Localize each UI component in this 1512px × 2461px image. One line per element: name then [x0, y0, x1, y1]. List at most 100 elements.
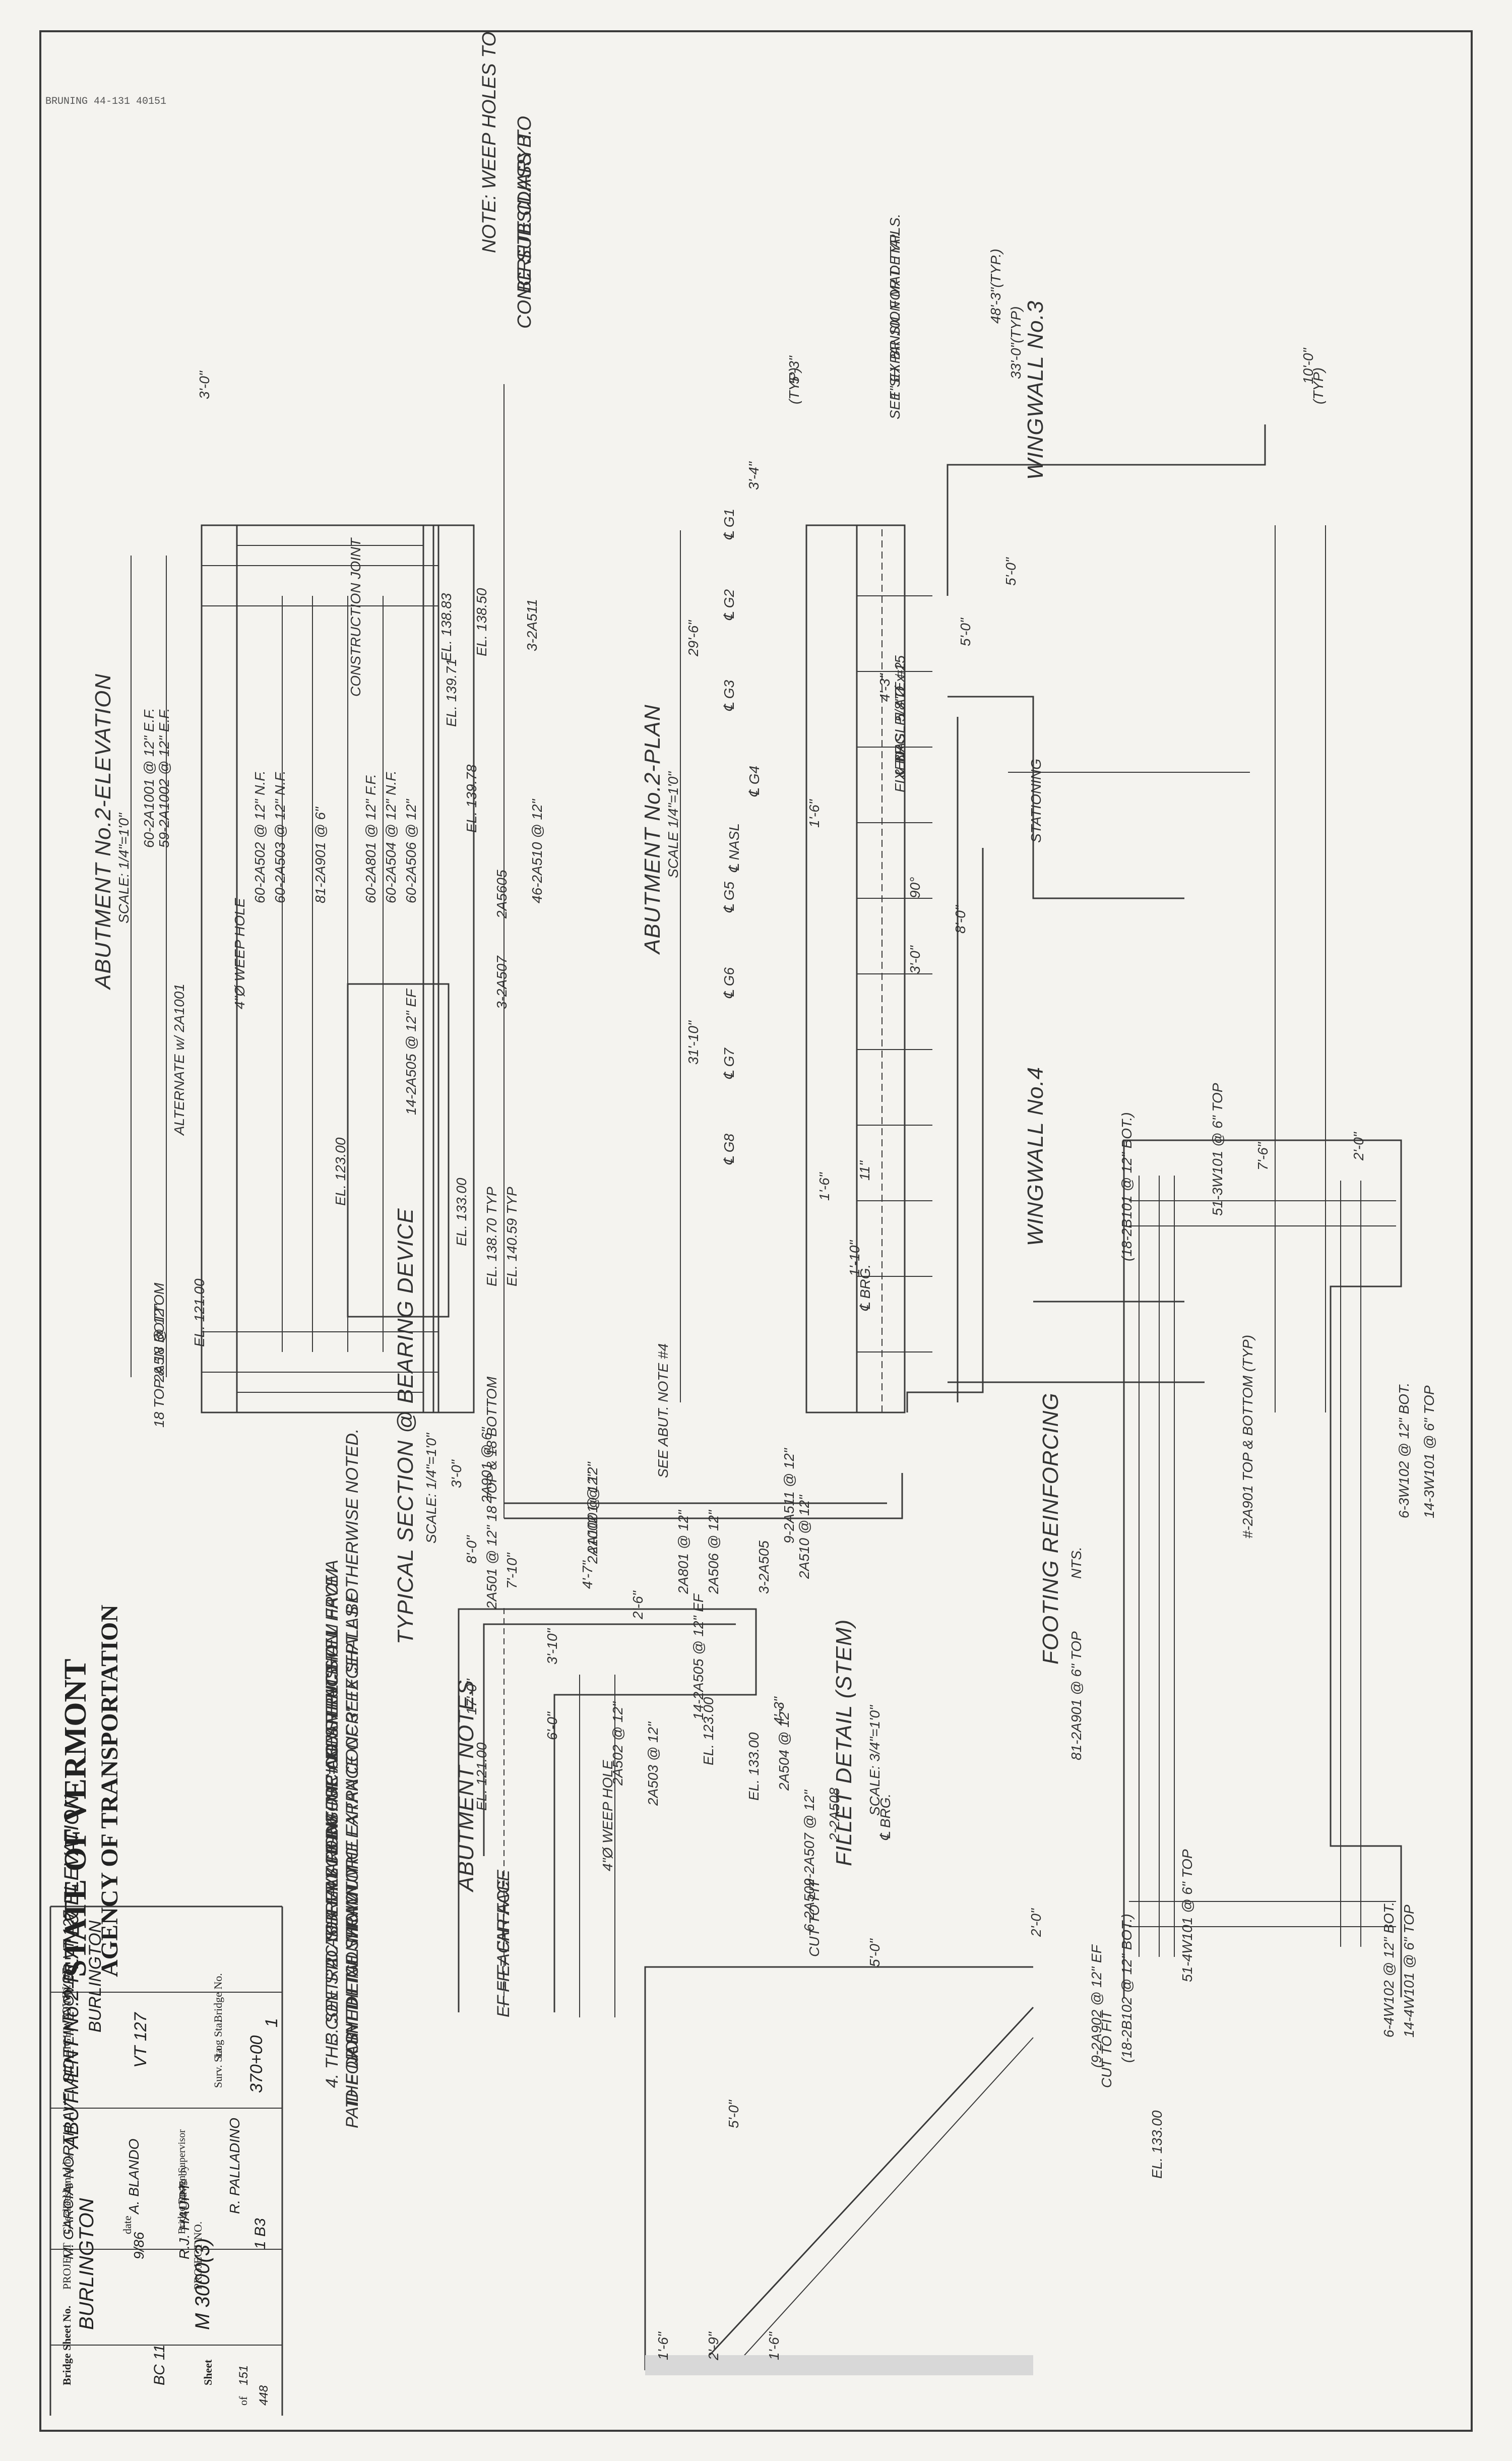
- plan-cl-nasl: ℄ NASL: [726, 823, 742, 873]
- plan-scale: SCALE 1/4"=1'0": [665, 771, 681, 878]
- weep-note-1: NOTE: WEEP HOLES TO: [479, 31, 500, 253]
- plan-d50b: 5'-0": [958, 618, 973, 646]
- plan-d31: 31'-10": [685, 1021, 701, 1065]
- elev-r13: 14-2A505 @ 12" EF: [403, 989, 419, 1115]
- designed-value: A. BLANDO: [126, 2138, 142, 2214]
- plan-d80: 8'-0": [953, 905, 968, 934]
- foot-f10: (18-2B102 @ 12" BOT.): [1119, 1914, 1135, 2063]
- plan-dim-left-typ: (TYP): [786, 367, 802, 404]
- elev-r5: 60-2A506 @ 12": [403, 799, 419, 904]
- fillet-detail: [644, 1966, 1034, 2375]
- sec-d30: 3'-0": [449, 1460, 464, 1488]
- elev-alt: ALTERNATE w/ 2A1001: [171, 983, 187, 1135]
- abutment-elevation: [131, 524, 475, 1413]
- highway-value: VT 127: [131, 2012, 150, 2068]
- abutment-note-10: PAID FOR BY THE CONTRACTOR.: [343, 1852, 362, 2128]
- abutment-note-5: EF = EACH FACE: [494, 1879, 513, 2017]
- girder-g7: ℄ G7: [721, 1048, 737, 1080]
- foot-f9: 6-4W102 @ 12" BOT.: [1381, 1901, 1397, 2038]
- footing-scale: NTS.: [1068, 1547, 1084, 1579]
- fillet-d20: 2'-0": [1028, 1909, 1044, 1937]
- girder-g6: ℄ G6: [721, 967, 737, 999]
- plan-d11: 11": [857, 1160, 872, 1181]
- elev-r11: 59-2A1002 @ 12" E.F.: [156, 708, 172, 848]
- elev-13978: EL. 139.78: [464, 764, 479, 833]
- typical-section: [347, 983, 757, 2017]
- sec-e121: EL. 121.00: [474, 1742, 489, 1811]
- project-no-value: M 3000(3): [192, 2238, 214, 2330]
- girder-g1: ℄ G1: [721, 508, 737, 540]
- project-value: BURLINGTON: [76, 2198, 98, 2330]
- weep-note-3: CONCRETE CLASS B.: [514, 130, 535, 329]
- elev-title: ABUTMENT No.2-ELEVATION: [91, 673, 115, 989]
- sec-weep: 4"Ø WEEP HOLE: [600, 1760, 615, 1871]
- fillet-d50b: 5'-0": [726, 2100, 741, 2128]
- sec-s14: 2-2A508: [827, 1788, 842, 1841]
- sec-d710: 7'-10": [504, 1553, 520, 1589]
- abutment-note-8: 4. THE CONTRACTOR MAY FORM THE ABUTMENT …: [323, 1568, 342, 2088]
- sec-d60: 6'-0": [544, 1712, 560, 1740]
- title-block-lines: [49, 1905, 283, 2416]
- footing-reinforcing: [1123, 1139, 1402, 1997]
- sheet-no-label: Sheet: [202, 2359, 214, 2385]
- foot-f8: 14-4W101 @ 6" TOP: [1401, 1904, 1417, 2038]
- sheet-border: [39, 30, 1473, 2432]
- fillet-r2: CUT TO FIT: [1099, 2010, 1114, 2088]
- elev-12300: EL. 123.00: [333, 1137, 348, 1206]
- bridge-sheet-label: Bridge Sheet No.: [60, 2305, 73, 2385]
- sec-d47: 4'-7": [580, 1561, 595, 1589]
- plan-dim-right-typ: (TYP): [1310, 367, 1326, 404]
- plan-d34: 3'-4": [746, 462, 762, 490]
- sec-s3: 3-2A505: [756, 1541, 772, 1594]
- sheet-no-value: 151: [237, 2365, 250, 2385]
- elev-r7: 60-2A801 @ 12" F.F.: [363, 774, 379, 903]
- sheet-header-code: BRUNING 44-131 40151: [45, 96, 167, 107]
- elev-r10: 60-2A502 @ 12" N.F.: [252, 770, 268, 903]
- sec-s4: 2A506 @ 12": [706, 1510, 721, 1594]
- sec-d80: 8'-0": [464, 1535, 479, 1564]
- elev-r1: 46-2A510 @ 12": [529, 799, 545, 904]
- elev-r4: 3-2A507: [494, 956, 510, 1009]
- project-label: PROJECT: [60, 2243, 73, 2290]
- foot-f3: 51-3W101 @ 6" TOP: [1210, 1083, 1225, 1216]
- foot-f2: 6-3W102 @ 12" BOT.: [1396, 1382, 1412, 1518]
- plan-expansion-2: SEE SH. BR 10L FOR DETAILS.: [887, 213, 903, 419]
- plan-d16b: 1'-6": [816, 1173, 832, 1201]
- bridge-no-value: 1: [262, 2018, 281, 2027]
- stationing: STATIONING: [1028, 759, 1044, 843]
- sec-e133: EL. 133.00: [746, 1732, 762, 1801]
- fillet-d50a: 5'-0": [867, 1939, 883, 1967]
- sec-e123: EL. 123.00: [701, 1697, 716, 1765]
- elev-13850: EL. 138.50: [474, 588, 489, 656]
- abutment-plan: [503, 384, 1326, 1519]
- elev-14059: EL. 140.59 TYP: [504, 1187, 520, 1286]
- sec-s9: 2A501 @ 12" 18 TOP & 18 BOTTOM: [484, 1376, 499, 1609]
- fillet-d29: 2'-9": [706, 2332, 721, 2360]
- girder-g4: ℄ G4: [746, 765, 762, 797]
- plan-cl-brg: ℄ BRG.: [857, 1264, 873, 1312]
- plan-d29: 29'-6": [685, 620, 701, 656]
- girder-g3: ℄ G3: [721, 680, 737, 712]
- foot-f5: #-2A901 TOP & BOTTOM (TYP): [1240, 1334, 1255, 1539]
- elev-r9: 60-2A503 @ 12" N.F.: [272, 770, 288, 903]
- fillet-d16: 1'-6": [655, 2332, 671, 2360]
- sec-s1: 9-2A511 @ 12": [781, 1448, 797, 1544]
- plan-d20: 2'-0": [1351, 1132, 1366, 1160]
- plan-d90: 90°: [907, 877, 923, 898]
- sec-d170: 17'-0": [464, 1679, 479, 1715]
- bridge-no-label: Bridge No.: [212, 1973, 224, 2022]
- sec-s5: 2A801 @ 12": [675, 1510, 691, 1594]
- elev-r6: 60-2A504 @ 12" N.F.: [383, 770, 399, 903]
- bridge-sheet-value: BC 11: [151, 2344, 168, 2385]
- revision: 1 B3: [252, 2218, 269, 2249]
- elev-r3: 2A5605: [494, 870, 510, 918]
- sec-d310: 3'-10": [544, 1628, 560, 1665]
- sec-s7: 2A1002 @ 12": [585, 1472, 600, 1564]
- girder-g5: ℄ G5: [721, 881, 737, 913]
- sec-s17: CUT TO FIT: [806, 1879, 822, 1957]
- sec-s11: 2A503 @ 12": [645, 1721, 661, 1806]
- sec-brg: ℄ BRG.: [877, 1793, 893, 1841]
- elev-r8: 81-2A901 @ 6": [312, 807, 328, 903]
